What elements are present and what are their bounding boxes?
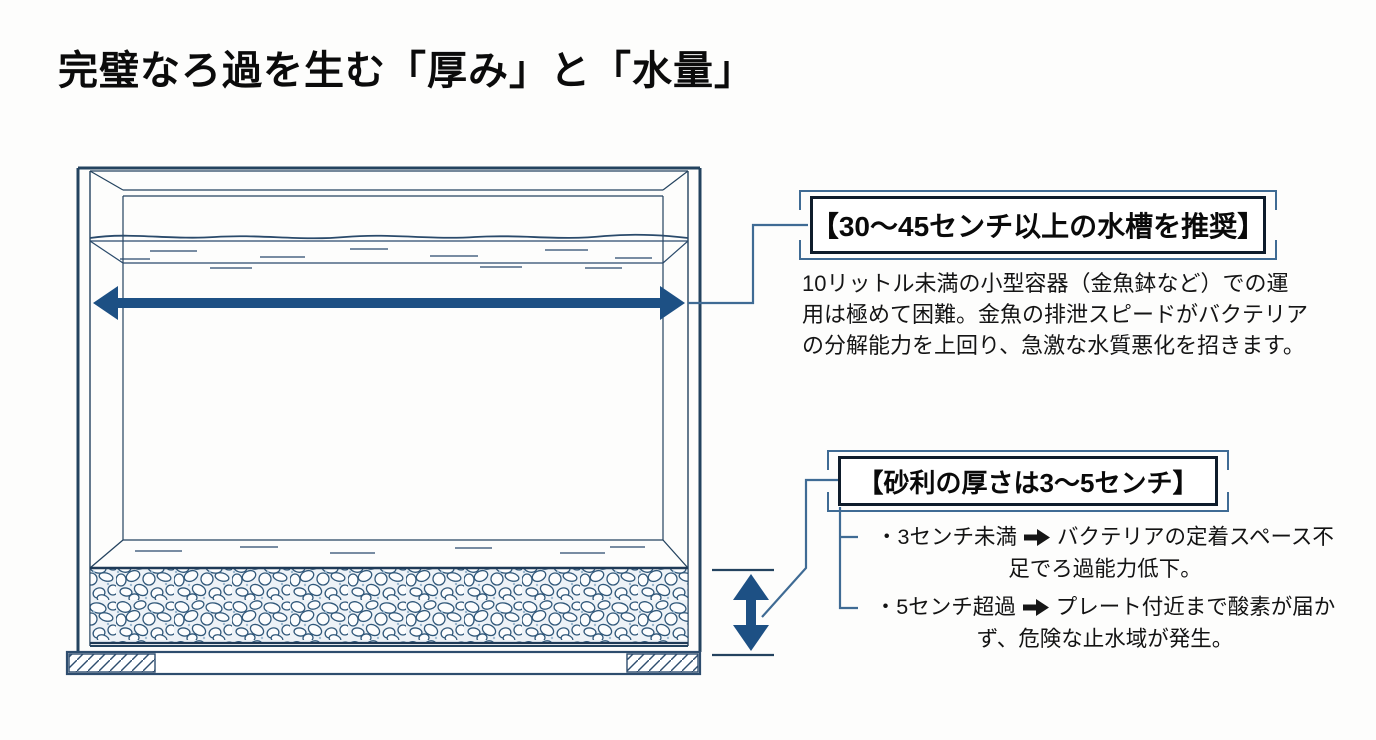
- callout-gravel-depth-heading: 【砂利の厚さは3〜5センチ】: [857, 467, 1199, 498]
- leader-line-gravel: [761, 478, 838, 618]
- tank-outline: [76, 166, 702, 652]
- width-arrow-icon: [93, 286, 685, 320]
- solid-right-arrow-icon: [1022, 599, 1049, 616]
- depth-arrow-icon: [712, 568, 774, 657]
- bullet-connectors: [838, 507, 858, 610]
- leader-line-tank-size: [688, 223, 808, 305]
- gravel-bullet-too-thin-text: バクテリアの定着スペース不 足でろ過能力低下。: [1008, 525, 1334, 581]
- gravel-bullet-too-thick-text: プレート付近まで酸素が届か ず、危険な止水域が発生。: [976, 595, 1336, 651]
- gravel-bullet-too-thick-label: ・5センチ超過: [874, 595, 1016, 619]
- callout-gravel-depth: 【砂利の厚さは3〜5センチ】: [827, 450, 1229, 512]
- gravel-bullet-too-thick: ・5センチ超過プレート付近まで酸素が届か ず、危険な止水域が発生。: [858, 591, 1352, 655]
- gravel-bullet-too-thin-label: ・3センチ未満: [876, 525, 1018, 549]
- water-surface: [89, 233, 689, 269]
- solid-right-arrow-icon: [1024, 529, 1051, 546]
- callout-tank-size-heading: 【30〜45センチ以上の水槽を推奨】: [810, 211, 1266, 242]
- gravel-layer: [89, 546, 689, 645]
- callout-tank-size: 【30〜45センチ以上の水槽を推奨】: [799, 190, 1277, 260]
- gravel-bullet-too-thin: ・3センチ未満バクテリアの定着スペース不 足でろ過能力低下。: [858, 521, 1352, 585]
- base-stand: [65, 650, 702, 676]
- page-title: 完璧なろ過を生む「厚み」と「水量」: [58, 49, 755, 93]
- callout-tank-size-body: 10リットル未満の小型容器（金魚鉢など）での運 用は極めて困難。金魚の排泄スピー…: [802, 271, 1309, 358]
